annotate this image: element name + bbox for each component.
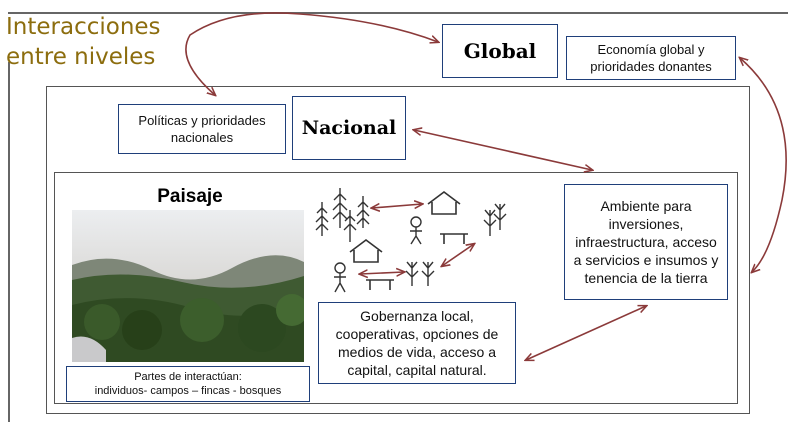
ambiente-text: Ambiente para inversiones, infraestructu… [573, 198, 719, 286]
economia-box: Economía global y prioridades donantes [566, 36, 736, 80]
nacional-label: Nacional [301, 117, 397, 139]
nacional-box: Nacional [292, 96, 406, 160]
partes-line1: Partes de interactúan: [134, 371, 242, 383]
landscape-photo [72, 210, 304, 362]
economia-text: Economía global y prioridades donantes [590, 42, 712, 74]
partes-box: Partes de interactúan: individuos- campo… [66, 366, 310, 402]
landscape-frame [54, 172, 738, 404]
gobernanza-text: Gobernanza local, cooperativas, opciones… [335, 308, 499, 378]
left-border-line [8, 62, 10, 422]
gobernanza-box: Gobernanza local, cooperativas, opciones… [318, 302, 516, 384]
global-label: Global [463, 39, 537, 63]
page-title: Interacciones entre niveles [6, 14, 161, 70]
politicas-box: Políticas y prioridades nacionales [118, 104, 286, 154]
partes-line2: individuos- campos – fincas - bosques [94, 385, 282, 397]
politicas-text: Políticas y prioridades nacionales [138, 113, 266, 145]
global-box: Global [442, 24, 558, 78]
paisaje-label: Paisaje [157, 186, 223, 207]
arrow-icon [185, 12, 438, 95]
ambiente-box: Ambiente para inversiones, infraestructu… [564, 184, 728, 300]
